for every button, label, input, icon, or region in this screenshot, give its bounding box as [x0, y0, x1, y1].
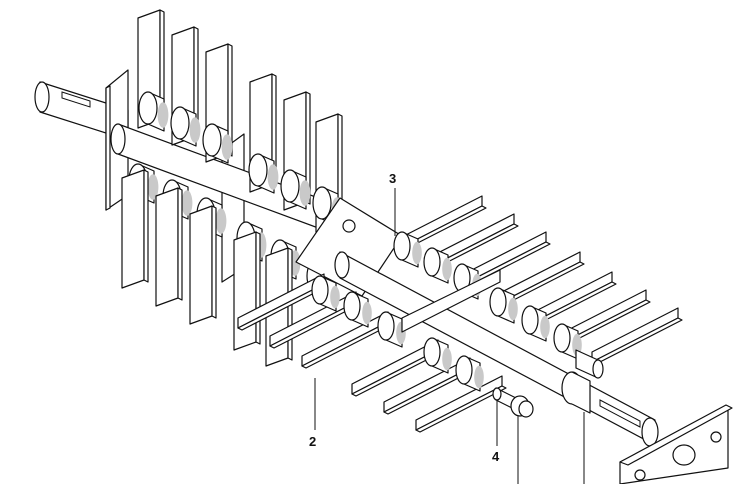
callout-4: 4: [492, 449, 500, 464]
right-roller-5-shade: [540, 315, 550, 339]
lower-fin-2: [155, 187, 179, 307]
callout-3: 3: [389, 171, 396, 186]
mid-roller-3-shade: [215, 208, 227, 234]
front-roller-3: [377, 311, 395, 341]
front-roller-5-shade: [474, 365, 484, 389]
lower-fin-1-edge: [143, 169, 149, 283]
upper-roller-6: [312, 186, 332, 220]
right-roller-2-shade: [442, 257, 452, 281]
shaft-collar: [561, 371, 591, 414]
upper-roller-1: [138, 91, 158, 125]
lower-fin-1: [121, 169, 145, 289]
callout-2: 2: [309, 434, 316, 449]
lower-fin-4-edge: [255, 231, 261, 345]
upper-roller-5: [280, 169, 300, 203]
mid-bracket: [401, 269, 501, 333]
lower-fin-3-edge: [211, 205, 217, 319]
front-fin-6-edge: [415, 385, 507, 433]
shaft-nut: [575, 349, 604, 379]
upper-roller-3: [202, 123, 222, 157]
upper-roller-2: [170, 106, 190, 140]
right-roller-6: [553, 323, 571, 353]
right-roller-6-shade: [572, 333, 582, 357]
upper-fin-5-edge: [305, 91, 311, 205]
mid-roller-2-shade: [181, 190, 193, 216]
right-roller-1-shade: [412, 241, 422, 265]
upper-roller-4: [248, 153, 268, 187]
front-roller-4: [423, 337, 441, 367]
right-roller-1: [393, 231, 411, 261]
right-roller-4: [489, 287, 507, 317]
right-roller-4-shade: [508, 297, 518, 321]
lower-fin-2-edge: [177, 187, 183, 301]
front-roller-1-shade: [330, 285, 340, 309]
lower-fin-4: [233, 231, 257, 351]
right-roller-2: [423, 247, 441, 277]
mid-roller-1-shade: [147, 174, 159, 200]
leader-lines: [314, 188, 585, 484]
lower-fin-3: [189, 205, 213, 325]
front-roller-2: [343, 291, 361, 321]
front-roller-1: [311, 275, 329, 305]
mounting-plate: [619, 404, 733, 484]
upper-fin-3-edge: [227, 43, 233, 157]
upper-roller-3-shade: [221, 134, 233, 160]
front-roller-5: [455, 355, 473, 385]
upper-roller-4-shade: [267, 164, 279, 190]
front-roller-2-shade: [362, 301, 372, 325]
right-fin-row: [395, 195, 683, 365]
right-spacer-rollers: [393, 231, 582, 360]
pin-part-4: [492, 387, 534, 418]
upper-roller-1-shade: [157, 102, 169, 128]
front-spacer-rollers: [311, 275, 484, 392]
front-roller-4-shade: [442, 347, 452, 371]
upper-roller-2-shade: [189, 117, 201, 143]
right-roller-5: [521, 305, 539, 335]
upper-roller-5-shade: [299, 180, 311, 206]
